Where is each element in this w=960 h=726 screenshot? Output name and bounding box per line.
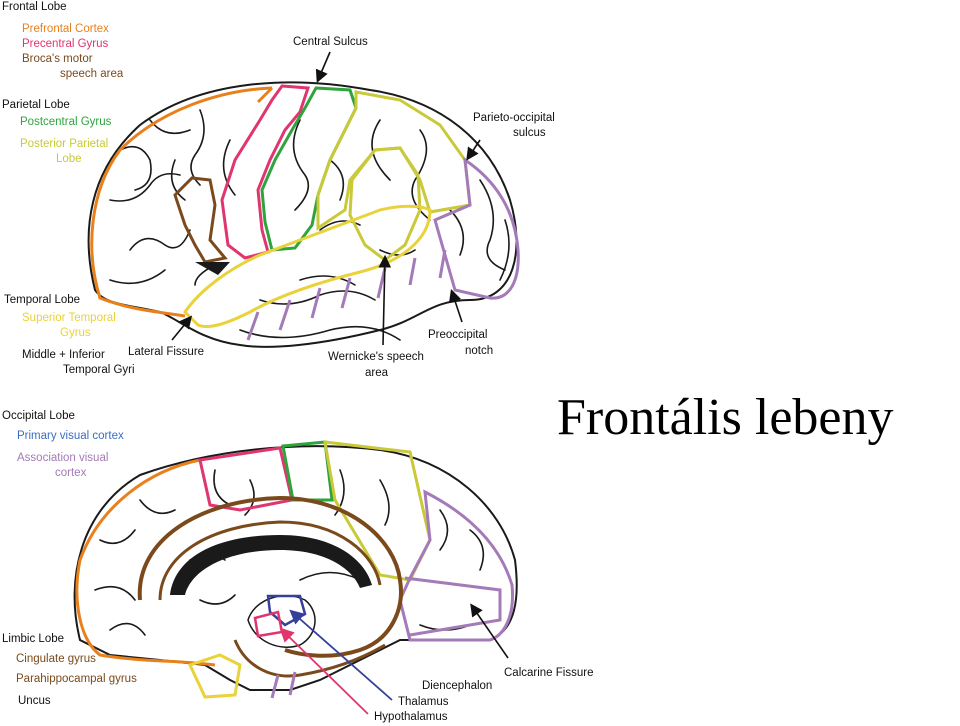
frontal-top-outline xyxy=(256,86,274,104)
label-parahippocampal-gyrus: Parahippocampal gyrus xyxy=(16,673,137,685)
slide-title: Frontális lebeny xyxy=(557,389,894,446)
medial-frontal-outline xyxy=(75,458,216,667)
arrow-central-sulcus xyxy=(315,51,331,83)
hypothalamus-outline xyxy=(253,610,284,638)
label-postcentral-gyrus: Postcentral Gyrus xyxy=(20,116,112,128)
label-temporal-lobe: Temporal Lobe xyxy=(4,294,81,306)
label-parieto-occipital-line1: Parieto-occipital xyxy=(473,112,555,124)
label-wernicke-line1: Wernicke's speech xyxy=(328,351,424,363)
lateral-sulci-texture xyxy=(109,109,510,341)
arrow-calcarine xyxy=(470,603,509,659)
lateral-brain-view xyxy=(87,51,520,348)
arrow-thalamus xyxy=(289,609,393,701)
label-middle-inferior-line1: Middle + Inferior xyxy=(22,349,105,361)
precentral-outline xyxy=(220,84,311,260)
label-parietal-lobe: Parietal Lobe xyxy=(2,99,70,111)
label-precentral-gyrus: Precentral Gyrus xyxy=(22,38,109,50)
temporal-streaks xyxy=(246,249,447,341)
label-superior-temporal-line2: Gyrus xyxy=(60,327,91,339)
label-posterior-parietal-line2: Lobe xyxy=(56,153,82,165)
diencephalon-region xyxy=(247,595,316,648)
thalamus-outline xyxy=(266,594,307,627)
label-association-visual-line2: cortex xyxy=(55,467,87,479)
label-hypothalamus: Hypothalamus xyxy=(374,711,448,723)
arrow-wernicke xyxy=(378,254,392,346)
label-parieto-occipital-line2: sulcus xyxy=(513,127,546,139)
label-cingulate-gyrus: Cingulate gyrus xyxy=(16,653,96,665)
medial-occipital-outline xyxy=(398,489,515,642)
label-prefrontal-cortex: Prefrontal Cortex xyxy=(22,23,109,35)
lateral-outline xyxy=(87,81,518,348)
corpus-callosum xyxy=(170,535,372,595)
uncus-outline xyxy=(187,653,242,699)
label-primary-visual: Primary visual cortex xyxy=(17,430,124,442)
label-preoccipital-line1: Preoccipital xyxy=(428,329,488,341)
label-diencephalon: Diencephalon xyxy=(422,680,493,692)
medial-streaks xyxy=(270,671,297,699)
label-lateral-fissure: Lateral Fissure xyxy=(128,346,205,358)
cingulate-outline xyxy=(137,495,403,658)
medial-postcentral-outline xyxy=(281,440,334,502)
arrow-parieto-occipital xyxy=(466,139,481,161)
label-preoccipital-line2: notch xyxy=(465,345,494,357)
label-limbic-lobe: Limbic Lobe xyxy=(2,633,65,645)
arrow-preoccipital xyxy=(448,288,463,323)
label-frontal-lobe: Frontal Lobe xyxy=(2,1,67,13)
superior-temporal-outline xyxy=(183,204,432,328)
occipital-outline xyxy=(433,156,520,300)
label-central-sulcus: Central Sulcus xyxy=(293,36,368,48)
label-association-visual-line1: Association visual xyxy=(17,452,109,464)
label-calcarine-fissure: Calcarine Fissure xyxy=(504,667,594,679)
broca-outline xyxy=(173,176,228,264)
wernicke-outline xyxy=(348,146,422,262)
cingulate-inner-outline xyxy=(158,520,382,601)
arrow-hypothalamus xyxy=(279,627,369,715)
label-broca-line2: speech area xyxy=(60,68,124,80)
parahippocampal-outline xyxy=(233,639,386,678)
label-broca-line1: Broca's motor xyxy=(22,53,93,65)
arrow-lateral-fissure xyxy=(171,315,193,341)
medial-primary-visual-outline xyxy=(404,576,502,637)
label-posterior-parietal-line1: Posterior Parietal xyxy=(20,138,109,150)
medial-brain-view xyxy=(73,440,518,715)
label-wernicke-line2: area xyxy=(365,367,389,379)
label-middle-inferior-line2: Temporal Gyri xyxy=(63,364,135,376)
lateral-fissure-mark xyxy=(195,262,230,275)
label-superior-temporal-line1: Superior Temporal xyxy=(22,312,116,324)
prefrontal-outline xyxy=(90,86,273,318)
medial-precentral-outline xyxy=(198,446,294,512)
label-occipital-lobe: Occipital Lobe xyxy=(2,410,75,422)
label-uncus: Uncus xyxy=(18,695,51,707)
label-thalamus: Thalamus xyxy=(398,696,449,708)
